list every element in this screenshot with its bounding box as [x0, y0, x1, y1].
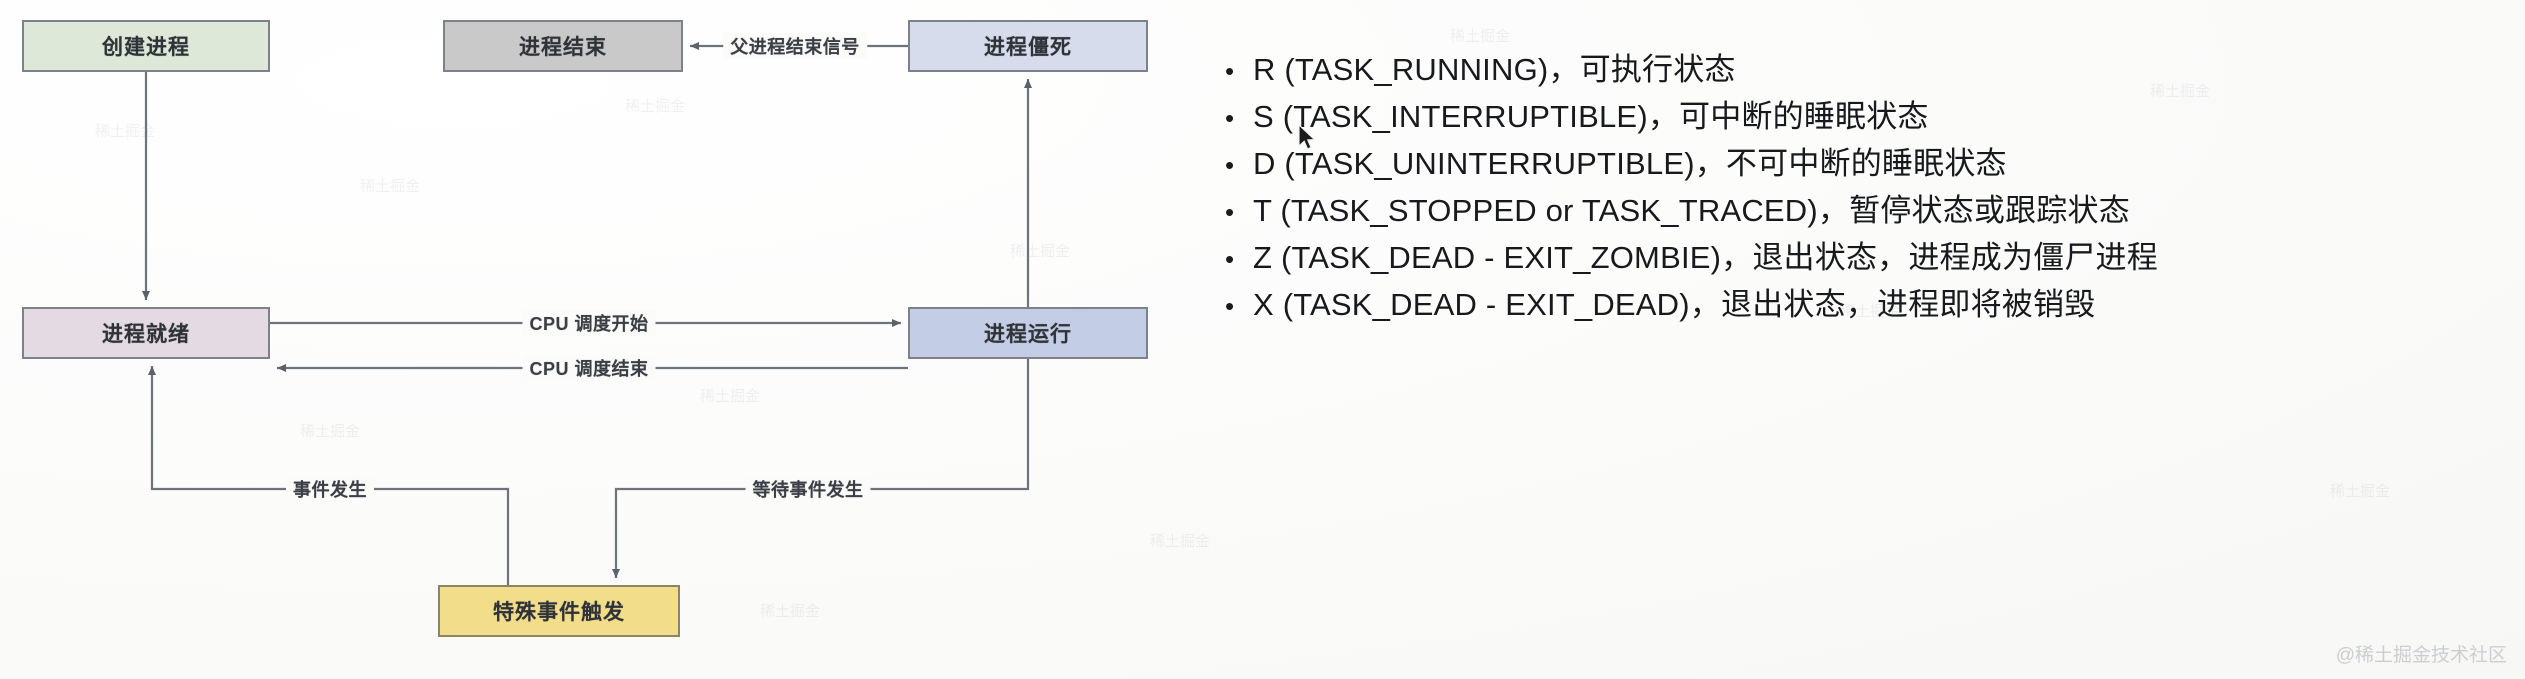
list-item: • Z (TASK_DEAD - EXIT_ZOMBIE)，退出状态，进程成为僵…: [1215, 232, 2515, 279]
node-special-event-trigger[interactable]: 特殊事件触发: [438, 585, 680, 637]
edge-label-cpu-schedule-end: CPU 调度结束: [522, 355, 656, 381]
edge-label-parent-exit-signal: 父进程结束信号: [723, 33, 867, 59]
edge-label-event-occurs: 事件发生: [286, 476, 374, 502]
node-label: 创建进程: [102, 36, 190, 59]
bullet-icon: •: [1225, 56, 1235, 86]
edge-label-text: 等待事件发生: [752, 480, 864, 500]
list-item: • X (TASK_DEAD - EXIT_DEAD)，退出状态，进程即将被销毁: [1215, 279, 2515, 326]
bullet-icon: •: [1225, 291, 1235, 321]
list-item-label: R (TASK_RUNNING)，可执行状态: [1253, 52, 1736, 87]
node-create-process[interactable]: 创建进程: [22, 20, 270, 72]
list-item: • R (TASK_RUNNING)，可执行状态: [1215, 44, 2515, 91]
bullet-icon: •: [1225, 150, 1235, 180]
edge-label-wait-event: 等待事件发生: [745, 476, 871, 502]
list-item-label: X (TASK_DEAD - EXIT_DEAD)，退出状态，进程即将被销毁: [1253, 287, 2096, 322]
bullet-icon: •: [1225, 103, 1235, 133]
list-item-label: Z (TASK_DEAD - EXIT_ZOMBIE)，退出状态，进程成为僵尸进…: [1253, 240, 2158, 275]
watermark-tile: 稀土掘金: [2330, 483, 2391, 500]
list-item: • T (TASK_STOPPED or TASK_TRACED)，暂停状态或跟…: [1215, 185, 2515, 232]
edge-label-cpu-schedule-start: CPU 调度开始: [522, 310, 656, 336]
watermark-tile: 稀土掘金: [1450, 28, 1511, 45]
node-label: 进程僵死: [984, 36, 1072, 59]
edge-label-text: CPU 调度结束: [529, 359, 649, 379]
bullet-icon: •: [1225, 244, 1235, 274]
watermark-credit: @稀土掘金技术社区: [2335, 645, 2507, 666]
edge-running-to-special: [612, 359, 1030, 578]
process-state-list: • R (TASK_RUNNING)，可执行状态 • S (TASK_INTER…: [1215, 44, 2515, 326]
node-process-end[interactable]: 进程结束: [443, 20, 683, 72]
edge-label-text: 父进程结束信号: [730, 37, 860, 57]
node-process-ready[interactable]: 进程就绪: [22, 307, 270, 359]
node-label: 进程就绪: [102, 323, 190, 346]
node-process-zombie[interactable]: 进程僵死: [908, 20, 1148, 72]
list-item: • D (TASK_UNINTERRUPTIBLE)，不可中断的睡眠状态: [1215, 138, 2515, 185]
process-state-diagram: 创建进程 进程结束 进程僵死 进程就绪 进程运行 特殊事件触发 父进程结束信号 …: [0, 0, 1185, 679]
node-process-running[interactable]: 进程运行: [908, 307, 1148, 359]
list-item-label: D (TASK_UNINTERRUPTIBLE)，不可中断的睡眠状态: [1253, 146, 2007, 181]
node-label: 特殊事件触发: [493, 601, 625, 624]
node-label: 进程结束: [519, 36, 607, 59]
list-item-label: T (TASK_STOPPED or TASK_TRACED)，暂停状态或跟踪状…: [1253, 193, 2130, 228]
bullet-icon: •: [1225, 197, 1235, 227]
list-item: • S (TASK_INTERRUPTIBLE)，可中断的睡眠状态: [1215, 91, 2515, 138]
edge-label-text: CPU 调度开始: [529, 314, 649, 334]
list-item-label: S (TASK_INTERRUPTIBLE)，可中断的睡眠状态: [1253, 99, 1929, 134]
node-label: 进程运行: [984, 323, 1072, 346]
edge-label-text: 事件发生: [293, 480, 367, 500]
